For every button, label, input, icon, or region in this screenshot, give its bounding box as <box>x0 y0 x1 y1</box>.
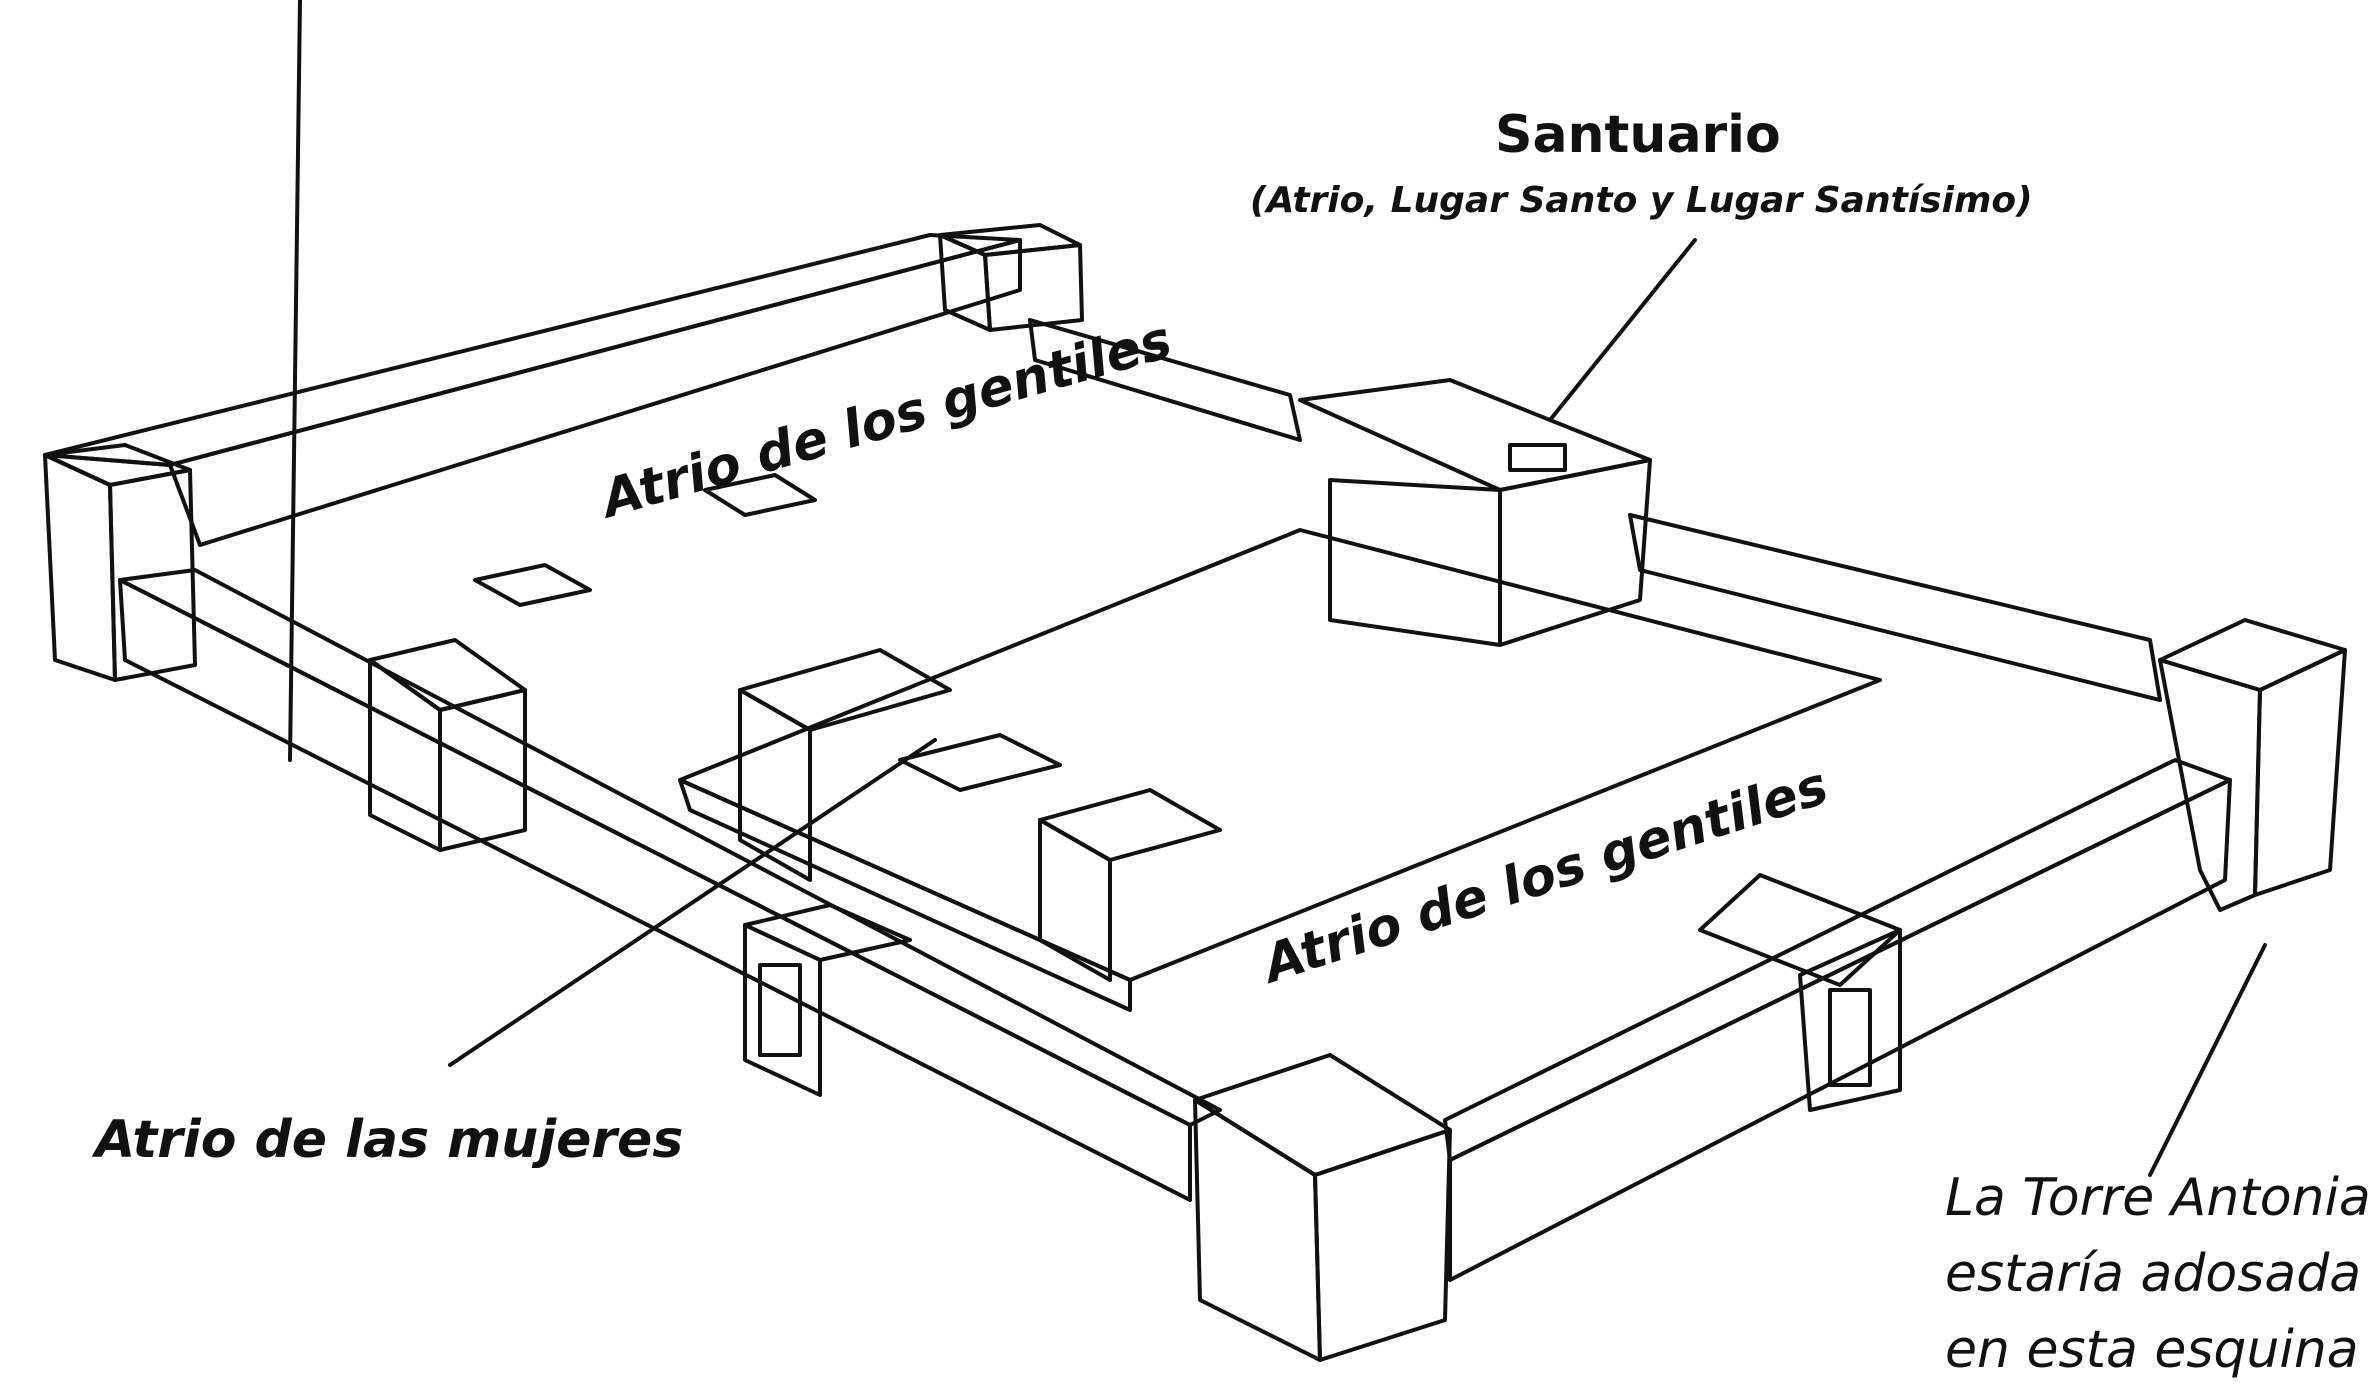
gentiles-basins <box>473 473 817 607</box>
northeast-wall <box>1028 318 2162 702</box>
east-gate <box>1698 873 1902 1112</box>
southeast-wall <box>1443 758 2232 1282</box>
santuario-subtitle: (Atrio, Lugar Santo y Lugar Santísimo) <box>1250 180 2033 221</box>
mujeres-leader <box>448 738 937 1067</box>
west-corner-tower <box>43 443 197 682</box>
southwest-wall <box>118 0 1222 1202</box>
sanctuary-building <box>1298 378 1652 647</box>
torre-antonia-line2: estaría adosada <box>1945 1244 2362 1304</box>
atrio-mujeres-label: Atrio de las mujeres <box>95 1110 684 1170</box>
south-gate <box>743 903 912 1097</box>
santuario-leader <box>1548 238 1697 422</box>
south-corner-tower <box>1193 1053 1452 1362</box>
torre-antonia-label: La Torre Antonia estaría adosada en esta… <box>1945 1160 2371 1388</box>
torre-antonia-line1: La Torre Antonia <box>1945 1168 2371 1228</box>
east-corner-tower <box>2158 618 2347 912</box>
torre-leader <box>2148 943 2267 1177</box>
santuario-title: Santuario <box>1495 105 1781 165</box>
north-corner-tower <box>938 223 1084 332</box>
inner-platform <box>678 528 1882 1012</box>
torre-antonia-line3: en esta esquina <box>1945 1320 2359 1380</box>
court-of-women <box>738 648 1222 982</box>
west-mid-tower <box>368 638 527 852</box>
